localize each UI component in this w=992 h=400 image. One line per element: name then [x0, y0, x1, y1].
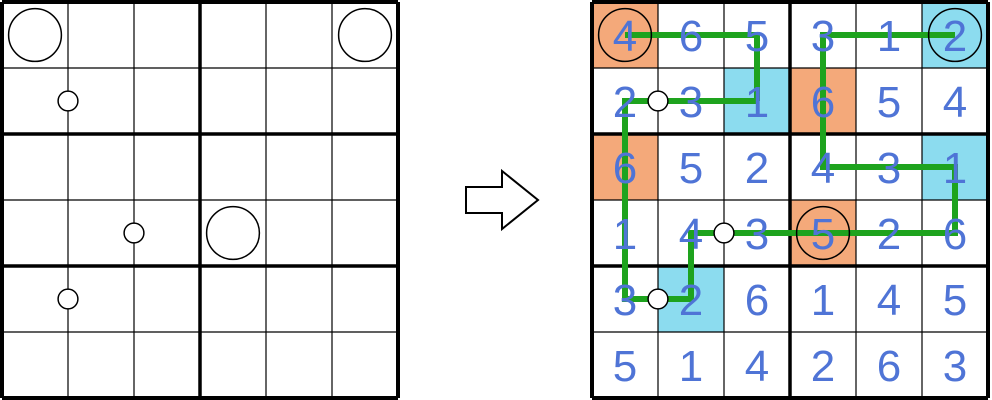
cell-digit: 2 — [877, 210, 901, 259]
small-dot-clue — [713, 222, 735, 244]
cell-digit: 1 — [811, 276, 835, 325]
cell-digit: 2 — [943, 12, 967, 61]
cell-digit: 6 — [877, 342, 901, 391]
big-circle-clue — [927, 7, 983, 63]
cell-digit: 3 — [679, 78, 703, 127]
cell-digit: 6 — [811, 78, 835, 127]
cell-digit: 4 — [877, 276, 901, 325]
cell-digit: 2 — [745, 144, 769, 193]
cell-digit: 5 — [745, 12, 769, 61]
cell-digit: 2 — [679, 276, 703, 325]
cell-digit: 4 — [943, 78, 967, 127]
cell-digit: 5 — [613, 342, 637, 391]
cell-digit: 3 — [877, 144, 901, 193]
big-circle-clue — [795, 205, 851, 261]
small-dot-clue — [647, 90, 669, 112]
cell-digit: 4 — [679, 210, 703, 259]
cell-digit: 5 — [811, 210, 835, 259]
cell-digit: 1 — [877, 12, 901, 61]
big-circle-clue — [597, 7, 653, 63]
solution-path-line — [622, 32, 958, 302]
cell-digit: 1 — [679, 342, 703, 391]
path-segment — [625, 32, 760, 101]
small-dot-clue — [57, 288, 79, 310]
cell-digit: 1 — [613, 210, 637, 259]
cell-digit: 3 — [613, 276, 637, 325]
cell-digit: 5 — [877, 78, 901, 127]
cell-digit: 6 — [745, 276, 769, 325]
cell-digit: 1 — [943, 144, 967, 193]
puzzle-grid-lines — [0, 0, 400, 400]
big-circle-clue — [337, 7, 393, 63]
big-circle-clue — [205, 205, 261, 261]
small-dot-clue — [123, 222, 145, 244]
cell-digit: 1 — [745, 78, 769, 127]
cell-digit: 4 — [745, 342, 769, 391]
cell-digit: 4 — [613, 12, 637, 61]
cell-digit: 3 — [745, 210, 769, 259]
cell-digit: 6 — [613, 144, 637, 193]
puzzle-clue-marks — [7, 7, 393, 310]
solution-clue-marks — [597, 7, 983, 310]
cell-digit: 6 — [943, 210, 967, 259]
solution-grid-lines — [590, 0, 990, 400]
cell-digit: 4 — [811, 144, 835, 193]
cell-digit: 5 — [679, 144, 703, 193]
cell-digit: 5 — [943, 276, 967, 325]
cell-digit: 3 — [811, 12, 835, 61]
cell-digit: 3 — [943, 342, 967, 391]
right-arrow-icon — [465, 168, 540, 232]
cell-digit: 2 — [613, 78, 637, 127]
puzzle-grid — [0, 0, 400, 400]
cell-digit: 6 — [679, 12, 703, 61]
small-dot-clue — [647, 288, 669, 310]
big-circle-clue — [7, 7, 63, 63]
small-dot-clue — [57, 90, 79, 112]
cell-digit: 2 — [811, 342, 835, 391]
path-segment — [622, 32, 958, 302]
